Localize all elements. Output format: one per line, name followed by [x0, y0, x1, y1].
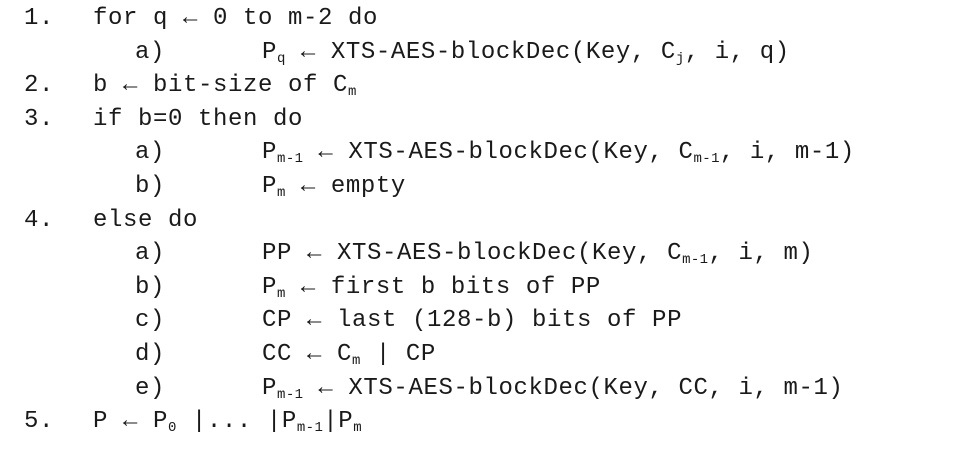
- substep-label: a): [135, 139, 166, 167]
- statement-text: ← XTS-AES-blockDec(Key, C: [285, 38, 676, 66]
- statement-text: CP ← last (128-b) bits of PP: [262, 307, 683, 335]
- subscript: m-1: [296, 420, 324, 437]
- subscript: m: [277, 185, 286, 201]
- statement-text: CC ← C: [262, 341, 353, 368]
- substep-label: e): [135, 374, 166, 402]
- subscript: m: [348, 84, 357, 101]
- statement-text: P: [262, 374, 278, 402]
- substep-label: d): [135, 341, 166, 368]
- statement-text: , i, m-1): [719, 139, 855, 167]
- subscript: m-1: [277, 151, 304, 168]
- substep-label: c): [135, 307, 166, 335]
- subscript: 0: [168, 420, 177, 437]
- statement-text: P: [262, 139, 278, 167]
- substep-label: a): [135, 240, 166, 268]
- subscript: m: [277, 285, 286, 302]
- step-number: 1.: [24, 5, 55, 32]
- statement-text: ← XTS-AES-blockDec(Key, CC, i, m-1): [303, 374, 844, 402]
- step-number: 3.: [24, 105, 55, 133]
- statement-text: ← XTS-AES-blockDec(Key, C: [303, 139, 694, 167]
- statement-text: P: [262, 173, 278, 200]
- statement-text: |P: [323, 408, 354, 436]
- statement-text: PP ← XTS-AES-blockDec(Key, C: [262, 240, 683, 268]
- statement: PP ← XTS-AES-blockDec(Key, Cm-1, i, m): [262, 237, 814, 271]
- step-number: 2.: [24, 72, 55, 100]
- statement-text: P: [262, 273, 278, 301]
- statement: b ← bit-size of Cm: [93, 69, 357, 103]
- subscript: m: [352, 353, 361, 369]
- statement-text: ← first b bits of PP: [285, 273, 601, 301]
- subscript: m-1: [277, 386, 304, 403]
- subscript: q: [277, 50, 286, 67]
- statement: else do: [93, 206, 199, 234]
- step-number: 4.: [24, 206, 55, 234]
- subscript: m-1: [693, 151, 720, 168]
- subscript: m-1: [682, 252, 709, 269]
- statement: P ← P0 |... |Pm-1|Pm: [93, 405, 362, 439]
- statement-text: , i, q): [684, 38, 790, 66]
- substep-label: b): [135, 173, 166, 200]
- statement: if b=0 then do: [93, 105, 304, 133]
- statement: CC ← Cm | CP: [262, 338, 436, 372]
- statement-text: , i, m): [708, 240, 814, 268]
- statement: CP ← last (128-b) bits of PP: [262, 304, 682, 338]
- step-number: 5.: [24, 408, 55, 436]
- statement: for q ← 0 to m-2 do: [93, 5, 379, 32]
- statement: Pm-1 ← XTS-AES-blockDec(Key, Cm-1, i, m-…: [262, 136, 855, 170]
- statement-text: ← empty: [285, 173, 406, 200]
- statement-text: P ← P: [93, 408, 169, 436]
- statement: Pm-1 ← XTS-AES-blockDec(Key, CC, i, m-1): [262, 372, 844, 406]
- statement-text: b ← bit-size of C: [93, 72, 349, 100]
- substep-label: a): [135, 38, 166, 66]
- statement-text: P: [262, 38, 278, 66]
- statement-text: | CP: [360, 341, 436, 368]
- statement: Pm ← first b bits of PP: [262, 271, 601, 305]
- statement: Pm ← empty: [262, 170, 406, 204]
- statement-text: |... |P: [176, 408, 297, 436]
- subscript: m: [353, 420, 363, 437]
- subscript: j: [675, 50, 685, 67]
- statement: Pq ← XTS-AES-blockDec(Key, Cj, i, q): [262, 36, 790, 70]
- substep-label: b): [135, 273, 166, 301]
